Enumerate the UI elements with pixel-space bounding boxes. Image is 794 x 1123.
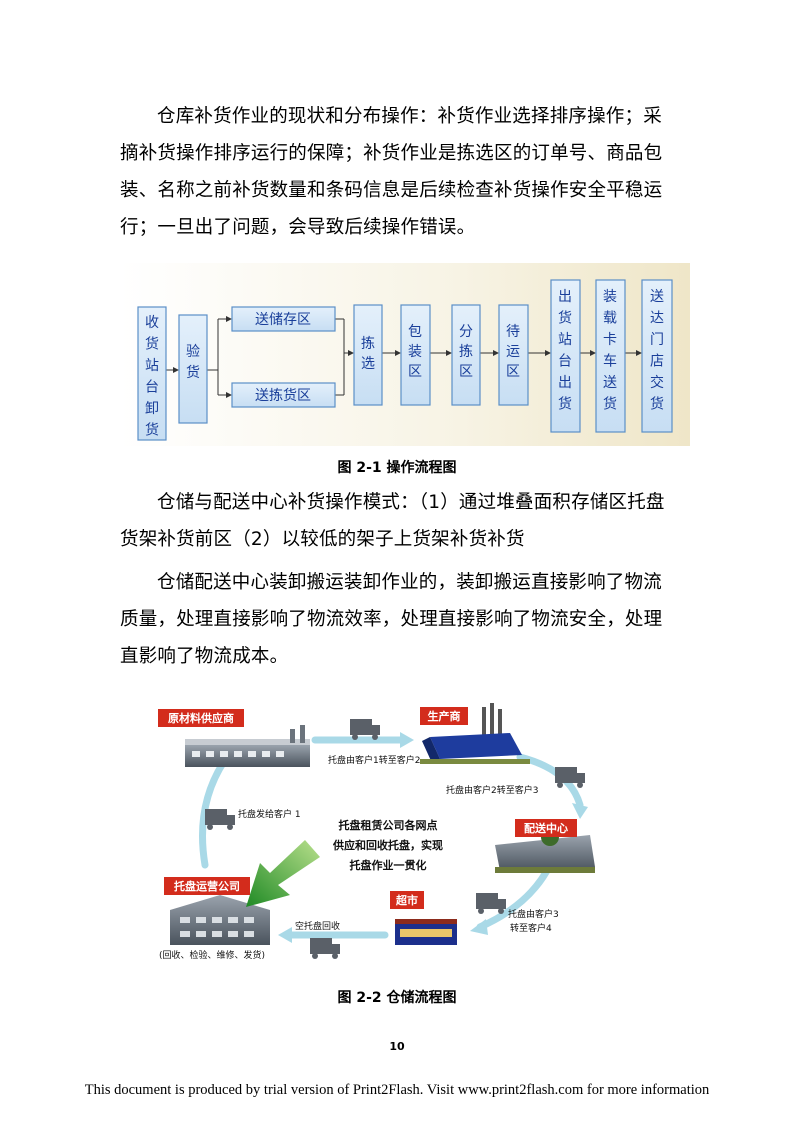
arrowhead-top [400, 732, 414, 748]
text-deliver: 送达门店交货 [650, 289, 664, 413]
paragraph-replenishment-mode: 仓储与配送中心补货操作模式：（1）通过堆叠面积存储区托盘货架补货前区（2）以较低… [120, 492, 665, 550]
text-load: 装载卡车送货 [603, 289, 617, 413]
truck-icons [205, 719, 585, 959]
pallet-operator-building-icon [170, 895, 270, 945]
center-text-line1: 托盘租赁公司各网点 [339, 818, 438, 832]
center-text-line3: 托盘作业一贯化 [350, 858, 427, 872]
center-text-line2: 供应和回收托盘，实现 [332, 838, 443, 852]
label-bg-dc [515, 819, 577, 837]
figure-caption-2-1: 图 2-1 操作流程图 [337, 460, 457, 476]
label-bg-producer [420, 707, 468, 725]
label-operator: 托盘运营公司 [174, 879, 240, 893]
page-number: 10 [389, 1040, 405, 1053]
label-empty-return: 空托盘回收 [295, 920, 340, 932]
box-ship [550, 279, 581, 433]
text-picking-area: 送拣货区 [255, 387, 311, 404]
text-inspect: 验货 [186, 344, 200, 381]
truck-icon-top [350, 719, 380, 740]
box-inspect [178, 314, 208, 424]
box-wait [498, 304, 529, 406]
label-transfer-3-4b: 转至客户4 [510, 922, 552, 934]
text-pick: 拣选 [361, 336, 375, 372]
box-storage [231, 306, 336, 332]
text-sort: 分拣区 [459, 324, 473, 380]
label-producer: 生产商 [428, 709, 461, 723]
truck-icon-left [205, 809, 235, 830]
label-send-customer1: 托盘发给客户 1 [238, 808, 301, 820]
label-dc: 配送中心 [524, 821, 568, 835]
truck-icon-right [555, 767, 585, 788]
label-bg-market [390, 891, 424, 909]
box-picking-area [231, 382, 336, 408]
label-transfer-3-4a: 托盘由客户3 [508, 908, 559, 920]
text-pack: 包装区 [408, 324, 422, 380]
operation-flow-chart: 收货站台卸货 验货 送储存区 送拣货区 拣选 包装区 分拣区 待运区 出货站台出… [120, 263, 690, 446]
truck-icon-bottom-right [476, 893, 506, 914]
producer-factory-icon [420, 703, 530, 764]
label-bg-supplier [158, 709, 244, 727]
box-sort [451, 304, 481, 406]
supply-arrow-icon [246, 840, 320, 907]
box-receive [137, 306, 167, 441]
paragraph-replenishment: 仓库补货作业的现状和分布操作：补货作业选择排序操作；采摘补货操作排序运行的保障；… [120, 106, 663, 238]
paragraph-handling: 仓储配送中心装卸搬运装卸作业的，装卸搬运直接影响了物流质量，处理直接影响了物流效… [120, 572, 663, 667]
truck-icon-bottom [310, 938, 340, 959]
text-receive: 收货站台卸货 [145, 315, 159, 439]
label-transfer-2-3: 托盘由客户2转至客户3 [446, 784, 538, 796]
circulation-arrow-left [199, 756, 229, 869]
label-transfer-1-2: 托盘由客户1转至客户2 [328, 754, 420, 766]
text-storage: 送储存区 [255, 312, 311, 328]
text-ship: 出货站台出货 [558, 289, 572, 413]
arrowhead-right-bottom [470, 919, 488, 935]
label-bg-operator [164, 877, 250, 895]
label-supplier: 原材料供应商 [168, 711, 234, 725]
supplier-factory-icon [185, 725, 310, 767]
arrowhead-right-top [572, 803, 588, 819]
figure-caption-2-2: 图 2-2 仓储流程图 [337, 990, 457, 1006]
box-load [595, 279, 626, 433]
label-operator-note: (回收、检验、维修、发货) [159, 949, 265, 961]
supermarket-icon [395, 919, 457, 945]
label-market: 超市 [395, 893, 418, 907]
arrowhead-bottom [278, 927, 292, 943]
text-wait: 待运区 [506, 324, 520, 380]
box-pick [353, 304, 383, 406]
box-deliver [641, 279, 673, 433]
box-pack [400, 304, 431, 406]
warehouse-flow-diagram: 原材料供应商 生产商 配送中心 超市 托盘运营 [158, 703, 595, 961]
trial-version-footer: This document is produced by trial versi… [84, 1082, 710, 1098]
